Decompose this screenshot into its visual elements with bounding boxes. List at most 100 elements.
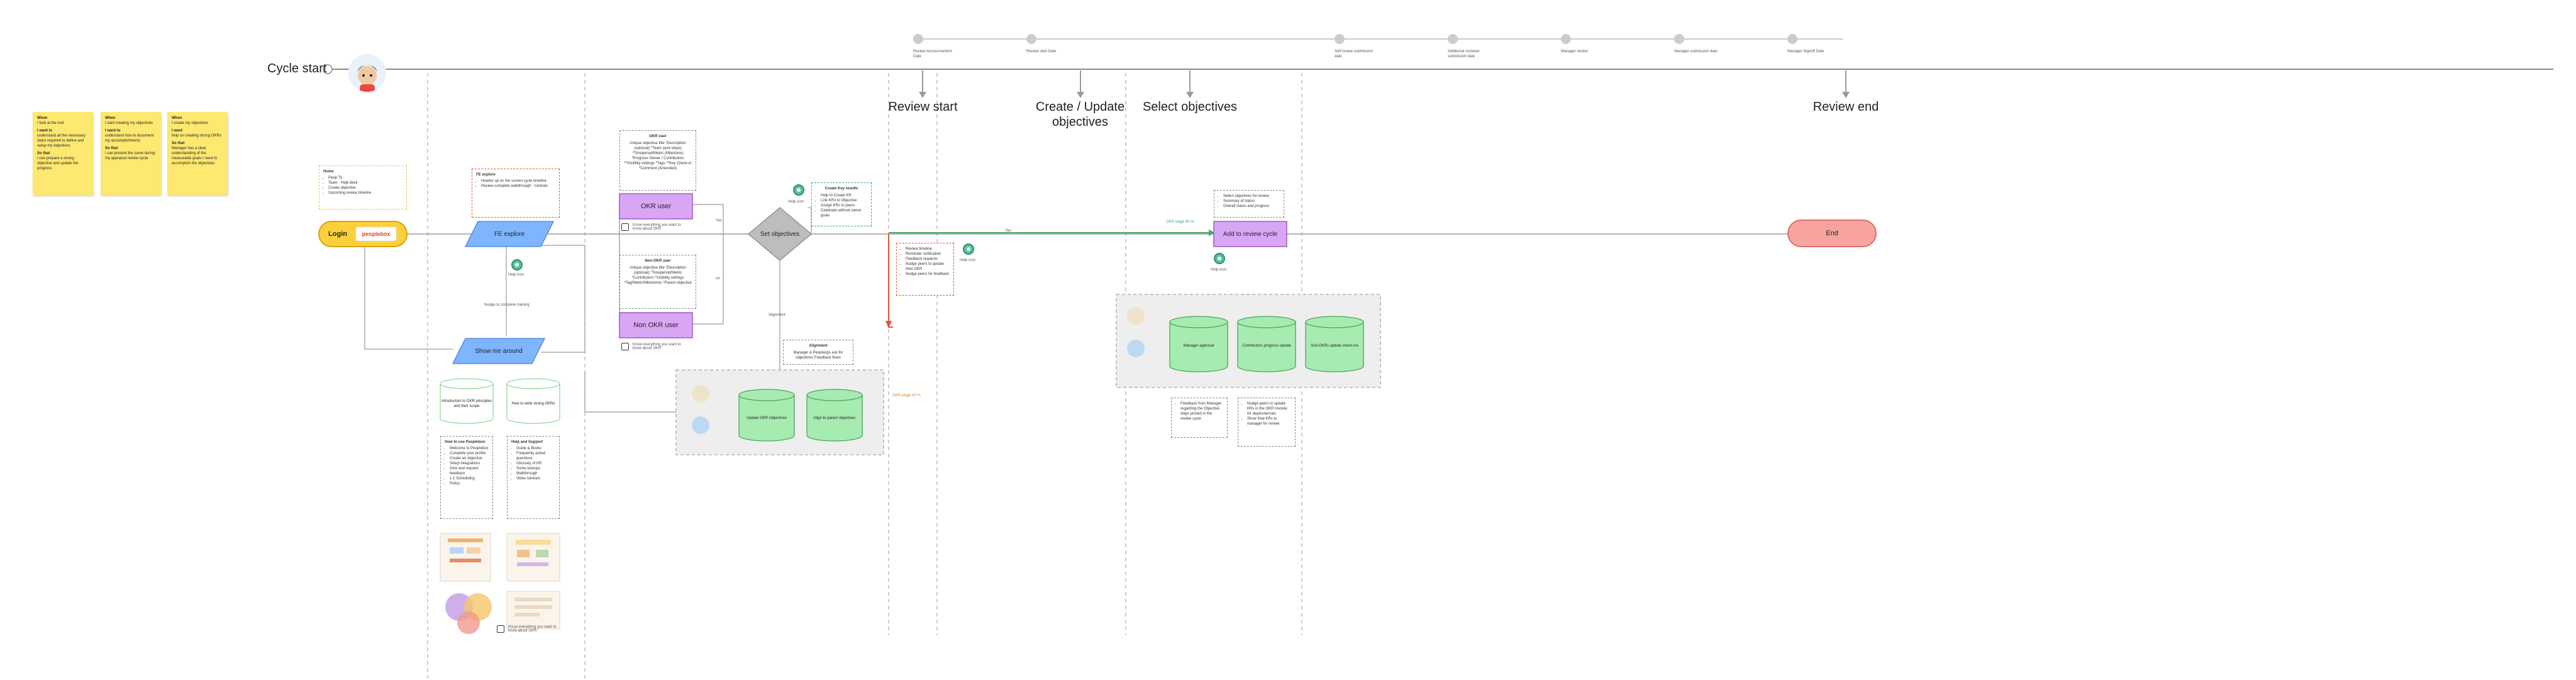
- fe-explore-note-list: Header up on the screen cycle timeline R…: [476, 179, 555, 189]
- how-to-use-item: Policy: [450, 481, 489, 486]
- help-support-item: Frequently asked questions: [516, 451, 555, 461]
- review-tracker-item: Nudge peers for feedback: [906, 272, 950, 277]
- milestone-review-end: Review end: [1813, 100, 1879, 114]
- edge-label-yes-2: Yes: [1005, 229, 1011, 233]
- create-kr-item: Assign KRs to peers: [821, 203, 867, 208]
- select-objectives-item: Summary of status: [1223, 199, 1280, 204]
- document-icon: [621, 223, 629, 231]
- home-note-item: Create objective: [328, 186, 402, 191]
- nudge-peers-list: Nudge peers to update KRs in the OKR mod…: [1242, 401, 1291, 426]
- cycle-start-label: Cycle start: [267, 62, 327, 75]
- tl-label-manager-review: Manager review: [1561, 50, 1588, 53]
- person-avatar: [692, 416, 709, 434]
- cycle-start-marker: [323, 64, 333, 74]
- sticky-note-2: When I start creating my objectives I wa…: [101, 112, 161, 195]
- brand-logo: peoplebox: [362, 231, 391, 237]
- sticky-2-so-heading: So that: [105, 147, 118, 150]
- sticky-2-when-heading: When: [105, 116, 116, 120]
- review-tracker-note: Review timeline Reminder notification Fe…: [896, 243, 954, 296]
- feedback-manager-note: Feedback from Manager regarding the Obje…: [1171, 398, 1228, 438]
- help-icon[interactable]: [511, 259, 523, 270]
- help-icon-label: Help icon: [1211, 268, 1227, 272]
- edge-label-yes-1: Yes: [716, 219, 722, 223]
- non-okr-user-note-text: Unique objective title *Description (opt…: [624, 266, 692, 285]
- tl-label-self-review: Self review submission date: [1335, 50, 1374, 59]
- show-me-around-shape: [452, 338, 546, 364]
- okr-user-note-title: OKR user: [649, 135, 667, 138]
- sticky-1-when: I look at the tool: [37, 121, 64, 125]
- review-tracker-item: Reminder notification: [906, 252, 950, 257]
- select-objectives-note: Select objectives for review Summary of …: [1214, 190, 1284, 218]
- person-avatar: [692, 385, 709, 403]
- help-icon[interactable]: [1214, 253, 1225, 264]
- milestone-pins: [919, 70, 1850, 98]
- feedback-manager-list: Feedback from Manager regarding the Obje…: [1175, 401, 1223, 421]
- alignment-note: Alignment Manager & Peopleops ask for ob…: [783, 340, 853, 365]
- fe-explore-shape: [464, 221, 555, 247]
- end-node[interactable]: End: [1826, 230, 1838, 237]
- non-okr-user-shape: [619, 312, 693, 338]
- person-avatar: [1127, 340, 1145, 357]
- fe-explore-note-item: Header up on the screen cycle timeline: [481, 179, 555, 184]
- know-more-label: Know everything you want to know about O…: [508, 625, 557, 633]
- how-to-use-item: 1:1 Scheduling: [450, 476, 489, 481]
- sticky-1-want: understand all the necessary steps requi…: [37, 134, 86, 148]
- document-icon: [621, 343, 629, 350]
- fe-explore-node[interactable]: FE explore: [494, 230, 525, 238]
- sticky-2-so: I can present the same during my apprais…: [105, 152, 155, 160]
- sticky-2-want: understand how to document my accomplish…: [105, 134, 154, 143]
- tl-label-manager-signoff: Manager Signoff Date: [1787, 50, 1824, 53]
- edge-label-no: no: [716, 277, 720, 281]
- okr-user-shape: [619, 193, 693, 220]
- review-tracker-item: Feedback requests: [906, 257, 950, 262]
- help-support-item: Walkthrough: [516, 471, 555, 476]
- connectors: [364, 204, 812, 413]
- non-okr-user-node[interactable]: Non OKR user: [633, 321, 679, 329]
- home-note: Home Peep Tk Team · Help desk Create obj…: [319, 165, 407, 209]
- home-note-list: Peep Tk Team · Help desk Create objectiv…: [323, 176, 402, 196]
- help-support-item: Some lookups: [516, 466, 555, 471]
- brand-box: [355, 226, 397, 242]
- user-avatar: [348, 54, 386, 92]
- help-support-list: Guide & Books Frequently asked questions…: [511, 446, 555, 481]
- home-note-item: Upcoming review timeline: [328, 191, 402, 196]
- how-to-use-list: Welcome to Peoplebox Complete your profi…: [445, 446, 489, 486]
- set-objectives-node[interactable]: Set objectives: [760, 230, 800, 238]
- nudge-peers-note: Nudge peers to update KRs in the OKR mod…: [1238, 398, 1296, 447]
- home-note-title: Home: [323, 170, 334, 174]
- how-to-use-item: Complete your profile: [450, 451, 489, 456]
- okr-user-node[interactable]: OKR user: [640, 203, 672, 210]
- help-support-item: Guide & Books: [516, 446, 555, 451]
- help-icon-label: Help icon: [960, 259, 976, 262]
- how-to-use-item: Setup integrations: [450, 461, 489, 466]
- tl-label-announcement: Review Announcement Date: [913, 50, 952, 59]
- review-tracker-item: Review timeline: [906, 247, 950, 252]
- sticky-1-want-heading: I want to: [37, 129, 53, 133]
- non-okr-user-note-title: Non-OKR user: [645, 259, 671, 263]
- show-me-around-node[interactable]: Show me around: [475, 347, 523, 355]
- sticky-1-so: I can prepare a strong objective and upd…: [37, 157, 79, 170]
- how-to-use-item: Welcome to Peoplebox: [450, 446, 489, 451]
- edge-label-nudge: Nudge to complete training: [484, 303, 530, 307]
- help-icon[interactable]: [963, 243, 974, 255]
- sticky-note-3: When I create my objectives I want help …: [167, 112, 228, 195]
- document-icon: [497, 625, 504, 633]
- how-to-use-title: How to use Peoplebox:: [445, 440, 487, 444]
- feedback-manager-item: Feedback from Manager regarding the Obje…: [1180, 401, 1223, 421]
- login-node[interactable]: Login: [328, 230, 347, 238]
- set-objectives-diamond: [747, 207, 813, 261]
- create-kr-note-title: Create Key results: [824, 187, 858, 191]
- help-icon[interactable]: [793, 184, 804, 196]
- intro-okr-db: Introduction to OKR principles and their…: [441, 399, 492, 408]
- fe-explore-note-title: FE explore: [476, 173, 496, 177]
- end-node-bg: [1787, 220, 1877, 247]
- know-more-label: Know everything you want to know about O…: [633, 343, 681, 350]
- sticky-3-when-heading: When: [172, 116, 182, 120]
- sticky-3-want: help on creating strong OKRs: [172, 134, 221, 138]
- help-support-item: Glossary of KR: [516, 461, 555, 466]
- align-objectives-db: Align to parent objectives: [813, 416, 856, 420]
- create-kr-note: Create Key results Help to Create KR Lin…: [811, 182, 872, 226]
- add-to-review-node[interactable]: Add to review cycle: [1223, 230, 1278, 238]
- okr-complete-label: OKR stage 60 %: [1166, 220, 1194, 224]
- create-kr-list: Help to Create KR Link KRs to Objective …: [816, 193, 867, 218]
